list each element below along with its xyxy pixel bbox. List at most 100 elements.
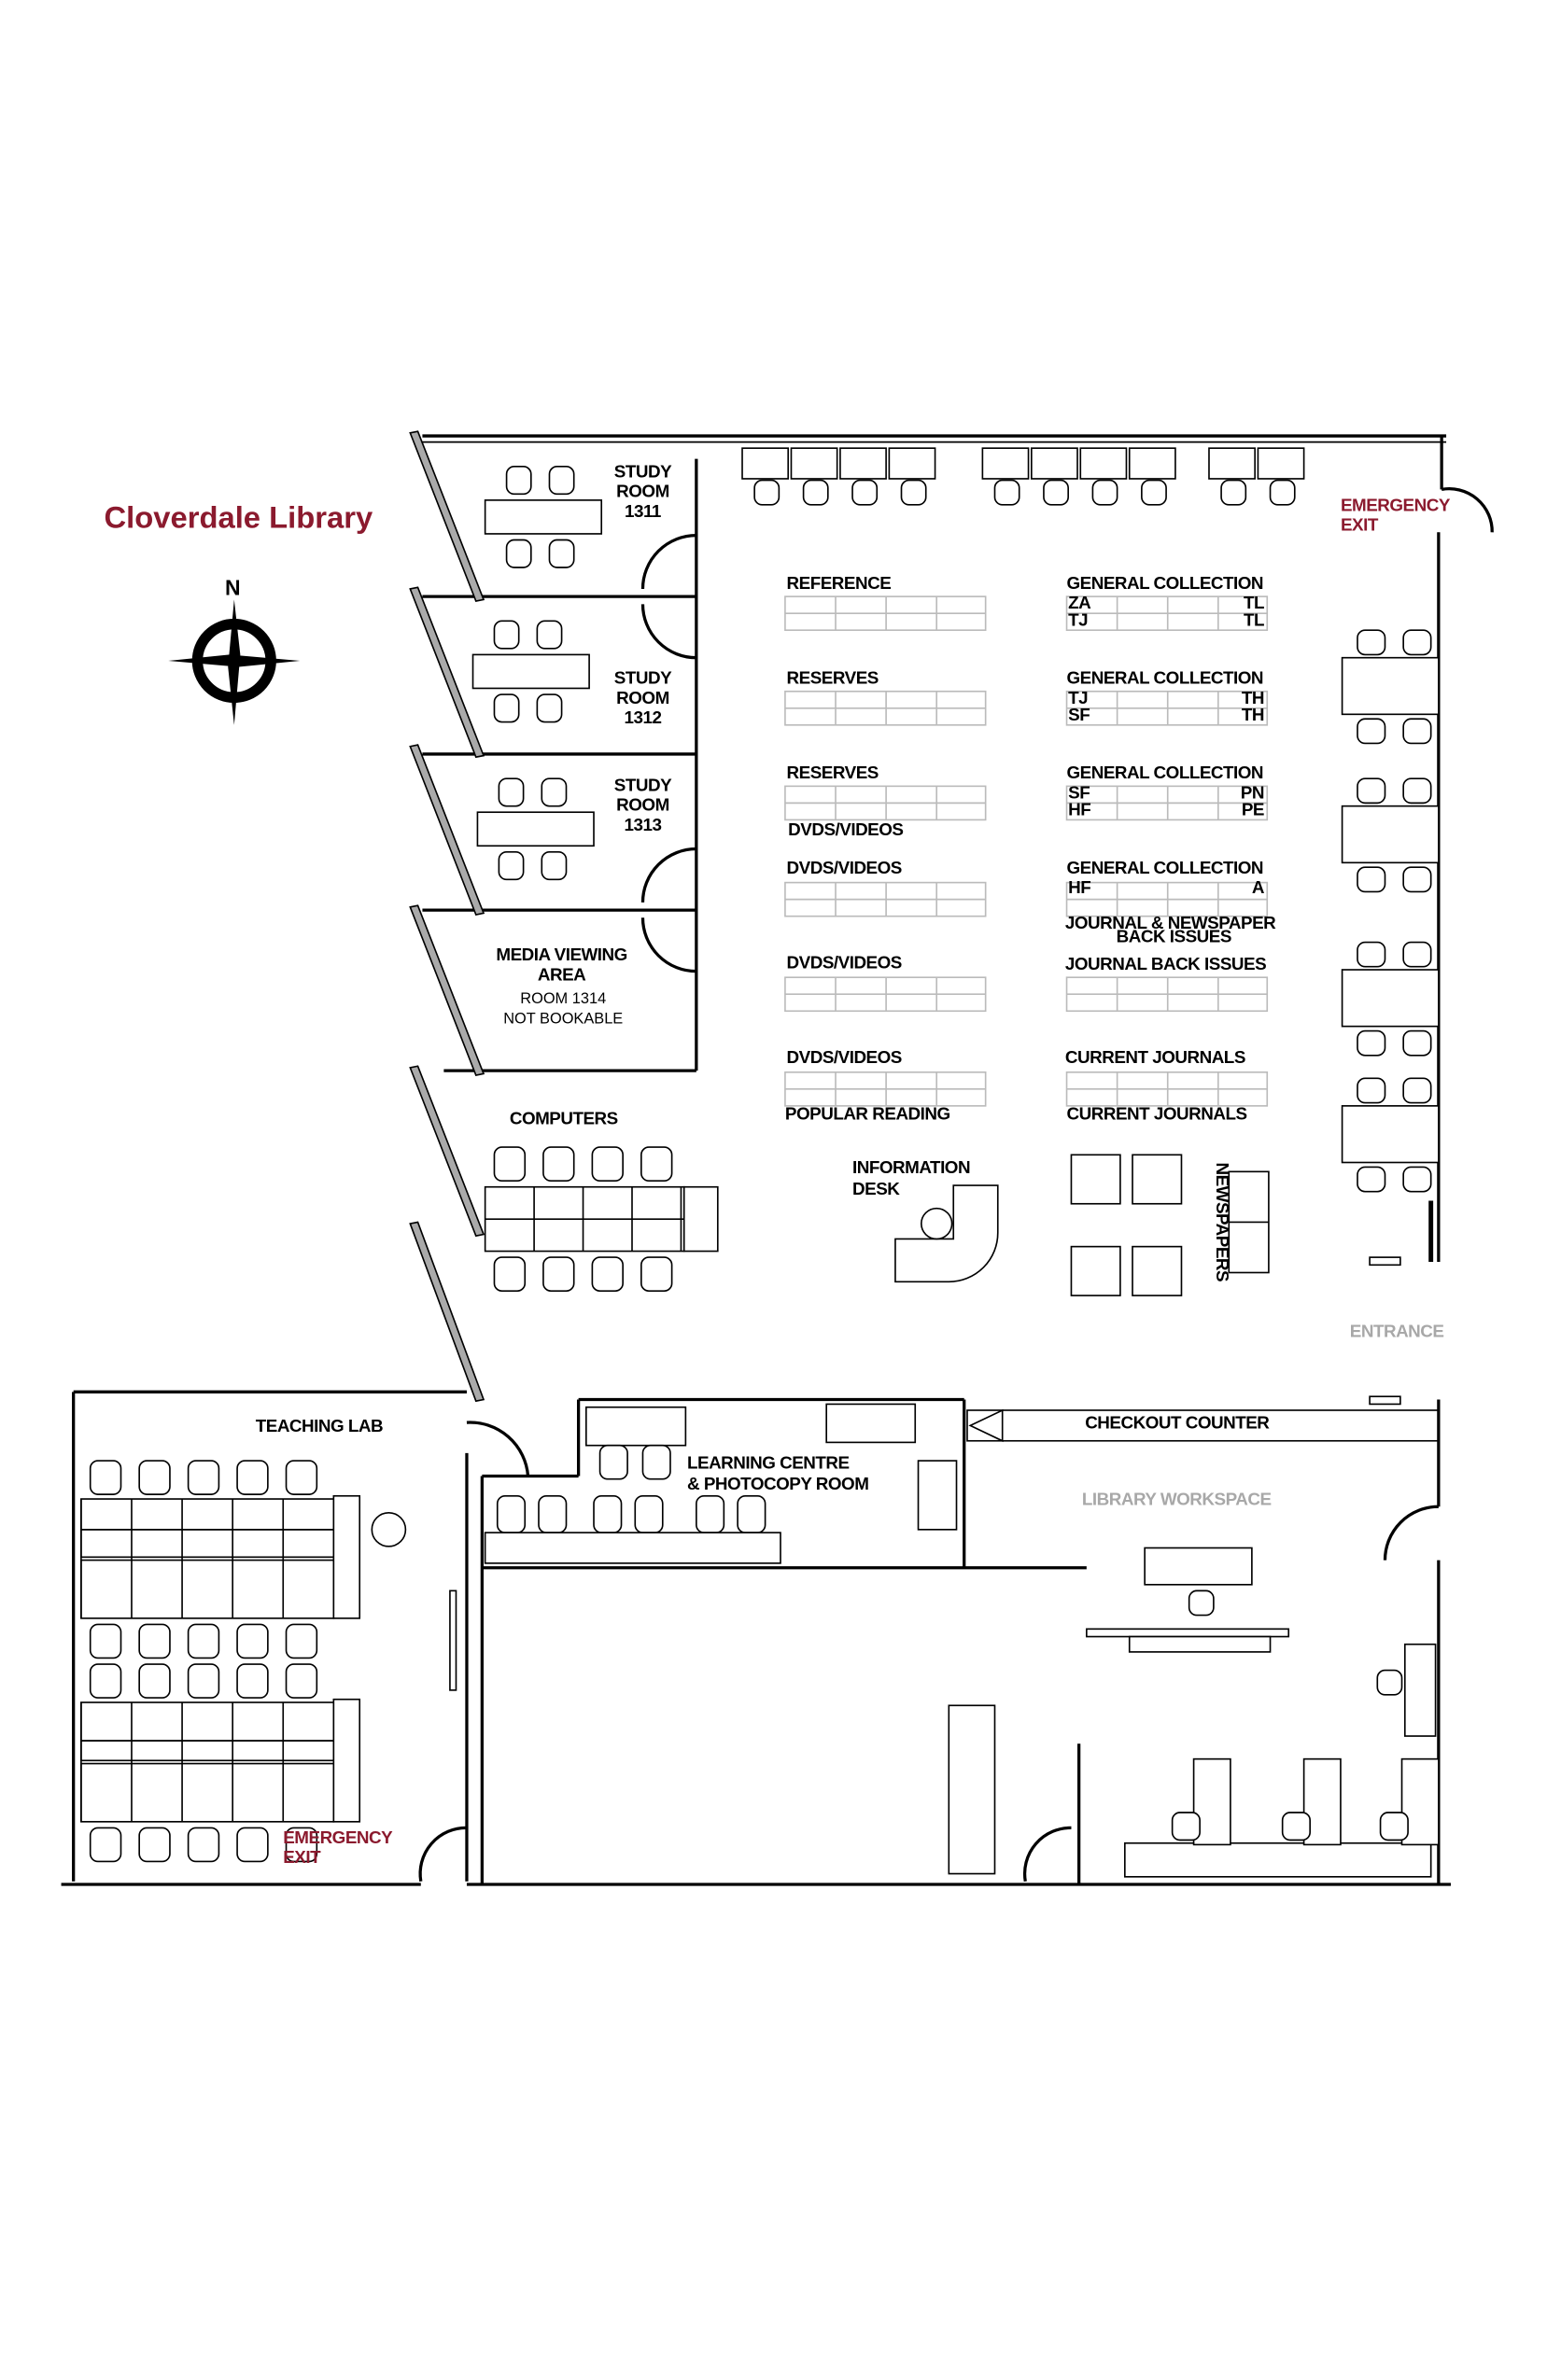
chair-icon (285, 1663, 318, 1699)
armchair (1132, 1245, 1183, 1296)
carrel (1128, 447, 1176, 480)
lab-desk (80, 1701, 335, 1762)
chair-icon (1357, 777, 1386, 805)
computers-label: COMPUTERS (510, 1109, 618, 1128)
study-room-1311-label: ROOM (616, 482, 669, 501)
copier (917, 1460, 958, 1531)
carrel (981, 447, 1030, 480)
shelf-label: DVDS/VIDEOS (787, 952, 902, 972)
media-room-note: NOT BOOKABLE (503, 1010, 623, 1027)
chair-icon (1402, 1166, 1432, 1193)
chair-icon (541, 851, 568, 881)
chair-icon (1357, 866, 1386, 893)
counter (1086, 1628, 1290, 1638)
newspapers-label: NEWSPAPERS (1213, 1163, 1232, 1282)
chair-icon (1379, 1812, 1409, 1841)
furniture (80, 447, 1440, 1878)
shelf-label: RESERVES (787, 668, 879, 688)
chair-icon (538, 1494, 568, 1533)
chair-icon (1376, 1669, 1403, 1696)
chair-icon (536, 620, 563, 650)
shelf-label: RESERVES (787, 763, 879, 782)
chair-icon (236, 1663, 269, 1699)
chair-icon (1357, 629, 1386, 656)
sign (1369, 1395, 1401, 1406)
shelf-label: BACK ISSUES (1117, 927, 1231, 946)
chair-icon (1357, 1029, 1386, 1057)
counter (484, 1532, 781, 1564)
emergency-exit-label: EMERGENCY (1341, 495, 1451, 514)
shelf-label: GENERAL COLLECTION (1067, 668, 1263, 688)
shelf-label: CURRENT JOURNALS (1065, 1047, 1245, 1067)
emergency-exit-label: EMERGENCY (283, 1827, 393, 1847)
table (476, 811, 595, 847)
teaching-lab-label: TEACHING LAB (256, 1416, 383, 1435)
gate (968, 1408, 1004, 1443)
carrel (1079, 447, 1128, 480)
table (484, 499, 603, 535)
chair-icon (236, 1460, 269, 1495)
chair-icon (1357, 1077, 1386, 1104)
shelf-label: GENERAL COLLECTION (1067, 858, 1263, 877)
whiteboard (449, 1589, 457, 1691)
chair-icon (753, 479, 780, 506)
chair-icon (89, 1827, 122, 1863)
table (471, 653, 590, 690)
chair-icon (591, 1146, 624, 1182)
study-room-1312-number: 1312 (625, 707, 662, 727)
chair-icon (541, 777, 568, 807)
chair-icon (285, 1460, 318, 1495)
armchair (1070, 1154, 1121, 1205)
call-number-end: TL (1244, 609, 1264, 629)
instructor-station (332, 1698, 361, 1823)
call-number-start: SF (1068, 782, 1090, 802)
study-room-1311-label: STUDY (614, 461, 672, 481)
media-viewing-label: MEDIA VIEWING (496, 945, 626, 964)
shelf-label: JOURNAL & NEWSPAPER (1065, 913, 1276, 932)
call-number-end: TL (1244, 593, 1264, 612)
chair-icon (900, 479, 927, 506)
learning-centre-label: LEARNING CENTRE (687, 1452, 850, 1472)
chair-icon (802, 479, 829, 506)
call-number-start: SF (1068, 705, 1090, 724)
shelf-label: DVDS/VIDEOS (787, 858, 902, 877)
lab-desk (80, 1498, 335, 1559)
carrel (1257, 447, 1305, 480)
chair-icon (993, 479, 1020, 506)
chair-icon (1402, 718, 1432, 745)
chair-icon (1043, 479, 1069, 506)
chair-icon (598, 1444, 628, 1480)
chair-icon (89, 1460, 122, 1495)
compass-icon: N (168, 576, 301, 725)
chair-icon (493, 1256, 527, 1292)
chair-icon (737, 1494, 766, 1533)
call-number-end: TH (1242, 705, 1264, 724)
media-viewing-label: AREA (538, 964, 586, 984)
cabinet (1403, 1643, 1437, 1737)
call-number-start: HF (1068, 799, 1090, 819)
carrel (790, 447, 838, 480)
chair-icon (493, 620, 520, 650)
study-room-1311-number: 1311 (625, 501, 661, 521)
entrance-label: ENTRANCE (1350, 1321, 1444, 1340)
chair-icon (548, 539, 575, 568)
call-number-start: TJ (1068, 688, 1088, 707)
chair-icon (138, 1827, 171, 1863)
chair-icon (187, 1623, 220, 1659)
chair-icon (1188, 1589, 1215, 1617)
chair-icon (138, 1623, 171, 1659)
table (1341, 969, 1440, 1028)
walls (61, 430, 1494, 1886)
chair-icon (542, 1146, 575, 1182)
emergency-exit-label: EXIT (1341, 515, 1379, 535)
table (1341, 656, 1440, 716)
call-number-start: ZA (1068, 593, 1091, 612)
information-desk (894, 1184, 999, 1283)
chair-icon (187, 1827, 220, 1863)
study-room-1312-label: ROOM (616, 688, 669, 707)
call-number-end: PE (1242, 799, 1264, 819)
north-label: N (225, 576, 240, 600)
chair-icon (505, 539, 532, 568)
armchair (1132, 1154, 1183, 1205)
